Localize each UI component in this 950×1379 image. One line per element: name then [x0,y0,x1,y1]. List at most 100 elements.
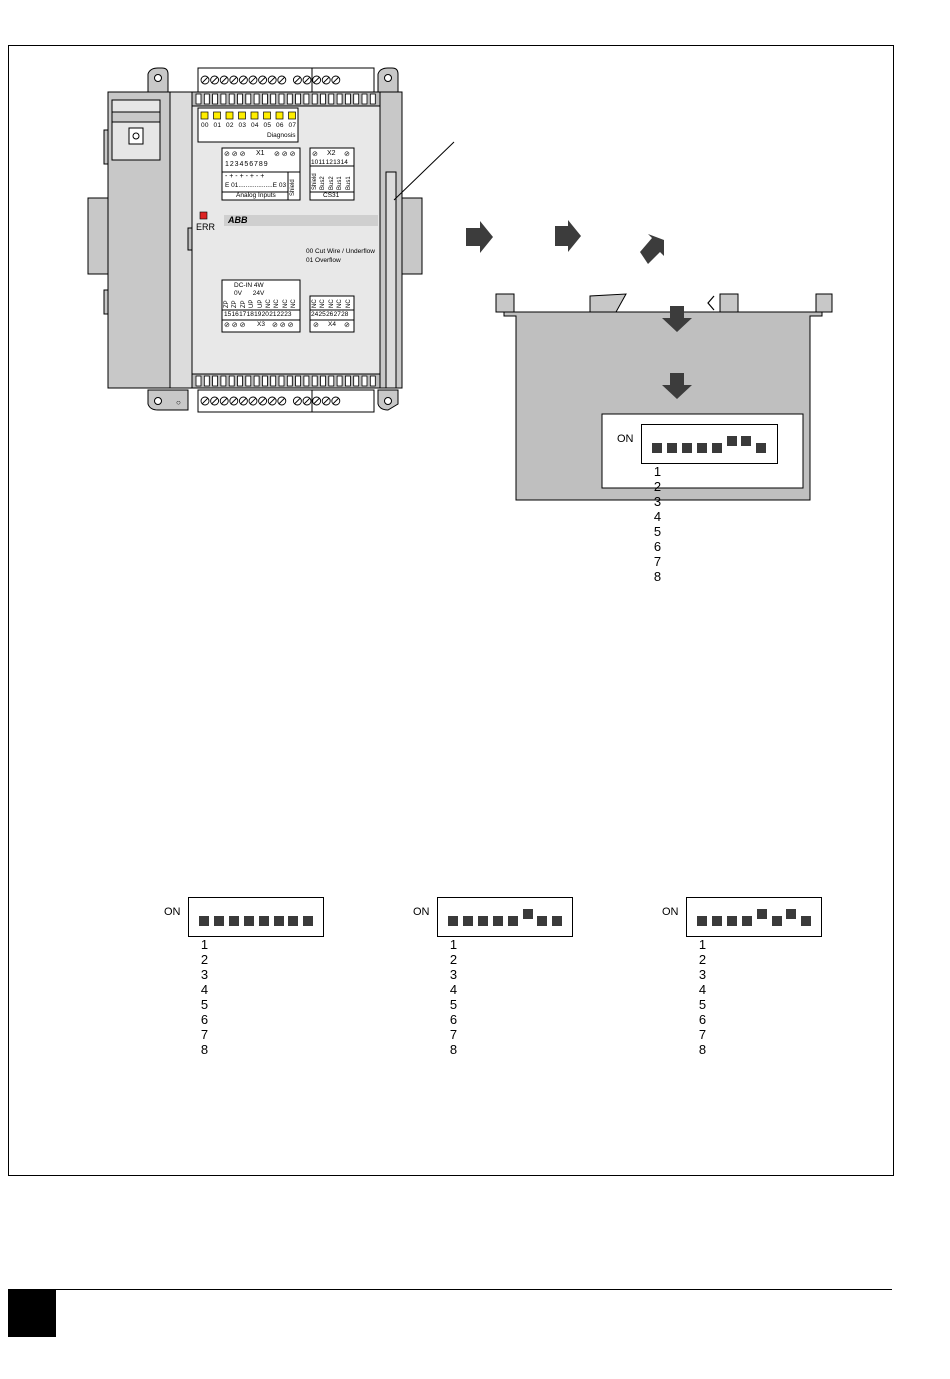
dcin-label: DC-IN 4W [234,282,264,289]
dip-switch-housing [686,897,822,937]
dip-number: 4 [449,982,458,997]
dip-number: 6 [200,1012,209,1027]
dip-on-label: ON [164,906,181,918]
led-label: 03 [238,122,247,129]
diagnosis-label: Diagnosis [267,132,296,139]
dip-switch-4 [492,916,503,926]
dip-number: 8 [653,569,662,584]
analog-inputs-label: Analog Inputs [236,192,276,199]
dip-switch-1 [697,916,707,926]
dip-number: 2 [653,479,662,494]
x2-terminals: 10 11 12 13 14 [311,159,348,166]
diagnosis-led [238,111,246,120]
led-label: 02 [226,122,234,129]
x1-terminals: 1 2 3 4 5 6 7 8 9 [225,161,268,168]
diagnosis-led [288,111,296,120]
footer-page-tab [8,1289,56,1337]
dip-number: 3 [449,967,458,982]
dip-switch-3 [681,443,692,453]
led-label: 00 [201,122,209,129]
x3-screws-left: ⊘ ⊘ ⊘ [224,322,246,329]
dip-number: 6 [698,1012,707,1027]
x3-terminals: 15 16 17 18 19 20 21 22 23 [224,311,292,318]
x3-screws-right: ⊘ ⊘ ⊘ [272,322,294,329]
dip-number: 7 [200,1027,209,1042]
led-label: 07 [288,122,297,129]
x4-terminals: 24 25 26 27 28 [311,311,349,318]
diagnosis-led [213,111,221,120]
dip-switch-7 [741,436,752,446]
dip-switch-7 [786,909,797,919]
cs31-label: CS31 [323,192,340,199]
dip-switch-8 [552,916,563,926]
dip-number: 2 [449,952,458,967]
dip-switch-1 [652,443,662,453]
x4-label: X4 [328,321,336,328]
arrow-down-2-icon [662,373,692,399]
dip-switch-numbers: 12345678 [695,937,710,1057]
dip-number: 4 [200,982,209,997]
dip-number: 1 [698,937,707,952]
dip-number: 6 [449,1012,458,1027]
dip-switch-3 [477,916,488,926]
dip-number: 7 [698,1027,707,1042]
dip-number: 4 [653,509,662,524]
dip-switch-5 [258,916,269,926]
dip-switch-4 [696,443,707,453]
dip-number: 3 [698,967,707,982]
dip-switch-housing [188,897,324,937]
dip-number: 8 [698,1042,707,1057]
x1-range: E 01...................E 03 [225,182,287,189]
dip-switch-7 [288,916,299,926]
x2-screw-left: ⊘ [312,151,318,158]
dip-on-label: ON [413,906,430,918]
dip-switch-8 [801,916,812,926]
dip-number: 2 [698,952,707,967]
dip-number: 8 [200,1042,209,1057]
x3-label: X3 [257,321,265,328]
diagnosis-led [263,111,271,120]
diagnosis-led [275,111,284,120]
arrow-down-1-icon [662,306,692,332]
dip-switch-3 [228,916,239,926]
dip-switch-5 [756,909,767,919]
dip-switch-4 [741,916,752,926]
dip-switch-6 [273,916,284,926]
dip-on-label: ON [662,906,679,918]
dip-number: 5 [449,997,458,1012]
led-label: 04 [251,122,259,129]
x1-polarity: - + - + - + - + [225,173,265,180]
cover-diagram [466,220,833,501]
x4-screw-right: ⊘ [344,322,350,329]
dip-switch-1 [199,916,209,926]
dip-switch-8 [303,916,314,926]
diagnosis-led [200,111,209,120]
dip-switch-6 [522,909,533,919]
x1-screws: ⊘ ⊘ ⊘ [224,151,246,158]
dip-switch-8 [756,443,767,453]
err-label: ERR [196,222,216,232]
x4-screw-left: ⊘ [313,322,319,329]
arrow-diagonal-icon [640,234,664,264]
dip-number: 6 [653,539,662,554]
dip-switch-7 [537,916,548,926]
dip-switch-2 [213,916,224,926]
dip-number: 7 [449,1027,458,1042]
volt-label: 0V 24V [234,290,265,297]
dip-switch-numbers: 12345678 [650,464,665,584]
dip-number: 2 [200,952,209,967]
dip-switch-6 [726,436,737,446]
dip-number: 4 [698,982,707,997]
dip-switch-4 [243,916,254,926]
diagnosis-led [250,111,259,120]
dip-switch-1 [448,916,458,926]
dip-switch-2 [666,443,677,453]
page-frame [8,45,894,1176]
dip-number: 5 [653,524,662,539]
legend-01: 01 Overflow [306,257,341,264]
footer-rule [8,1289,892,1290]
dip-switch-numbers: 12345678 [446,937,461,1057]
dip-switch-3 [726,916,737,926]
dip-number: 1 [449,937,458,952]
dip-number: 5 [200,997,209,1012]
